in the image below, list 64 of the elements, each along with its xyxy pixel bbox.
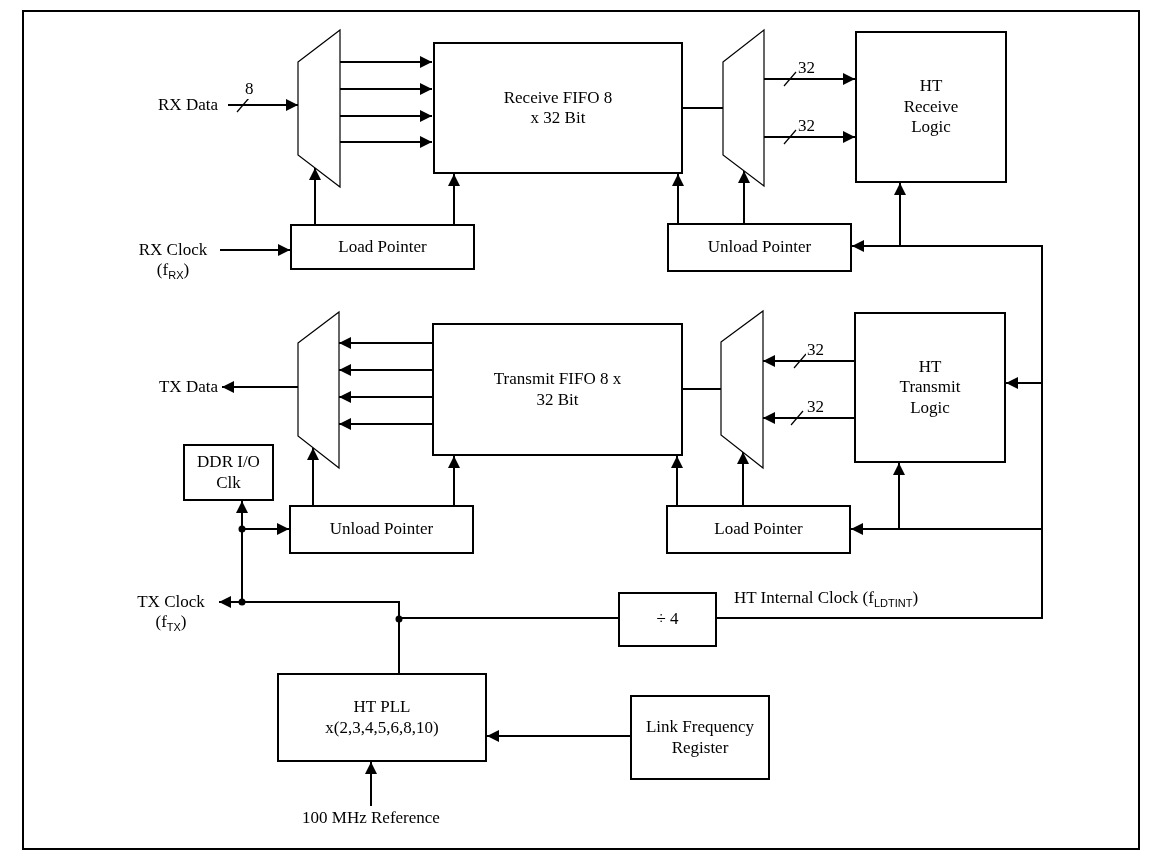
block-text: HT PLL	[353, 697, 411, 718]
arrow	[762, 355, 855, 367]
arrow	[339, 136, 433, 148]
signal-label: HT Internal Clock (f$_{LDTINT}$)	[733, 589, 920, 610]
arrow	[338, 364, 433, 376]
block-text: HT Transmit Logic	[898, 356, 962, 419]
arrow	[738, 170, 750, 224]
block-box	[855, 31, 1007, 183]
block-text: Link Frequency Register	[644, 717, 756, 758]
arrow	[221, 381, 299, 393]
bus-width-label: 8	[244, 80, 255, 99]
connector-line	[682, 107, 724, 109]
block-box	[277, 673, 487, 762]
block-text: Transmit FIFO 8 x 32 Bit	[492, 369, 623, 410]
arrow	[763, 131, 856, 143]
arrow	[763, 73, 856, 85]
connector-line	[398, 617, 619, 674]
signal-label: TX Data	[120, 377, 218, 399]
arrow	[671, 455, 683, 506]
block-box	[854, 312, 1006, 463]
arrow	[339, 56, 433, 68]
multiplexer-symbol	[723, 30, 764, 186]
block-text: Load Pointer	[714, 519, 803, 540]
block-box	[667, 223, 852, 272]
arrow	[307, 447, 319, 506]
signal-label: RX Data	[120, 95, 218, 117]
block-box	[432, 323, 683, 456]
signal-label: 100 MHz Reference	[262, 808, 480, 832]
arrow	[339, 83, 433, 95]
block-box	[630, 695, 770, 780]
block-text: Receive FIFO 8 x 32 Bit	[502, 87, 614, 129]
signal-label: TX Clock (f$_{TX}$)	[125, 592, 217, 638]
multiplexer-symbol	[298, 312, 339, 468]
block-box	[433, 42, 683, 174]
block-text: Unload Pointer	[707, 237, 812, 258]
block-text: Load Pointer	[338, 236, 427, 258]
arrow	[338, 337, 433, 349]
block-text: DDR I/O Clk	[196, 452, 261, 493]
arrow	[227, 99, 299, 111]
arrow	[762, 412, 855, 424]
arrow	[448, 455, 460, 506]
block-text: x(2,3,4,5,6,8,10)	[325, 717, 439, 738]
arrow	[737, 451, 749, 506]
signal-label: RX Clock (f$_{RX}$)	[128, 240, 218, 284]
block-box	[183, 444, 274, 501]
block-text: Unload Pointer	[329, 519, 434, 540]
block-box	[290, 224, 475, 270]
arrow	[339, 110, 433, 122]
multiplexer-symbol	[298, 30, 340, 187]
block-text: ÷ 4	[656, 609, 679, 630]
block-box	[618, 592, 717, 647]
connector-line	[682, 388, 722, 390]
arrow	[486, 730, 631, 742]
arrow	[448, 173, 460, 225]
block-box	[289, 505, 474, 554]
arrow	[338, 418, 433, 430]
arrow	[672, 173, 684, 224]
multiplexer-symbol	[721, 311, 763, 468]
arrow	[309, 167, 321, 225]
block-box	[666, 505, 851, 554]
block-text: HT Receive Logic	[902, 76, 960, 138]
arrow	[219, 244, 291, 256]
arrow	[338, 391, 433, 403]
arrow	[365, 761, 377, 807]
